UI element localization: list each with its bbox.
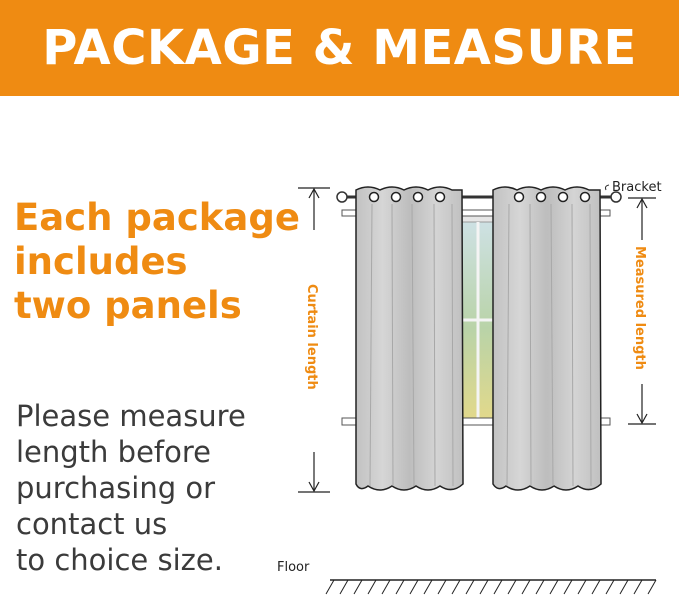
- lower-trim: [341, 417, 611, 426]
- header-banner: PACKAGE & MEASURE: [0, 0, 679, 96]
- instruction-line: contact us: [16, 507, 168, 541]
- headline-line: two panels: [14, 284, 242, 327]
- instruction-line: length before: [16, 435, 211, 469]
- bracket-pointer: [604, 184, 610, 191]
- measured-length-dimension: [628, 197, 656, 425]
- headline-line: includes: [14, 240, 188, 283]
- rod-finial-left: [336, 191, 348, 203]
- bracket-label: Bracket: [612, 180, 662, 195]
- package-headline: Each package includes two panels: [14, 196, 304, 328]
- instruction-line: Please measure: [16, 399, 246, 433]
- floor-label: Floor: [277, 560, 310, 575]
- measure-instructions: Please measure length before purchasing …: [16, 398, 296, 578]
- window: [457, 213, 499, 423]
- instruction-line: to choice size.: [16, 543, 223, 577]
- upper-trim: [341, 209, 611, 217]
- curtain-length-dimension: [298, 187, 330, 493]
- curtain-panel-right: [492, 186, 602, 491]
- curtain-length-label: Curtain length: [304, 284, 319, 390]
- banner-title: PACKAGE & MEASURE: [42, 20, 637, 76]
- curtain-panel-left: [355, 186, 464, 491]
- instruction-line: purchasing or: [16, 471, 216, 505]
- measured-length-label: Measured length: [632, 246, 647, 370]
- rod-finial-right: [610, 191, 622, 203]
- headline-line: Each package: [14, 196, 300, 239]
- floor-line: [325, 579, 657, 595]
